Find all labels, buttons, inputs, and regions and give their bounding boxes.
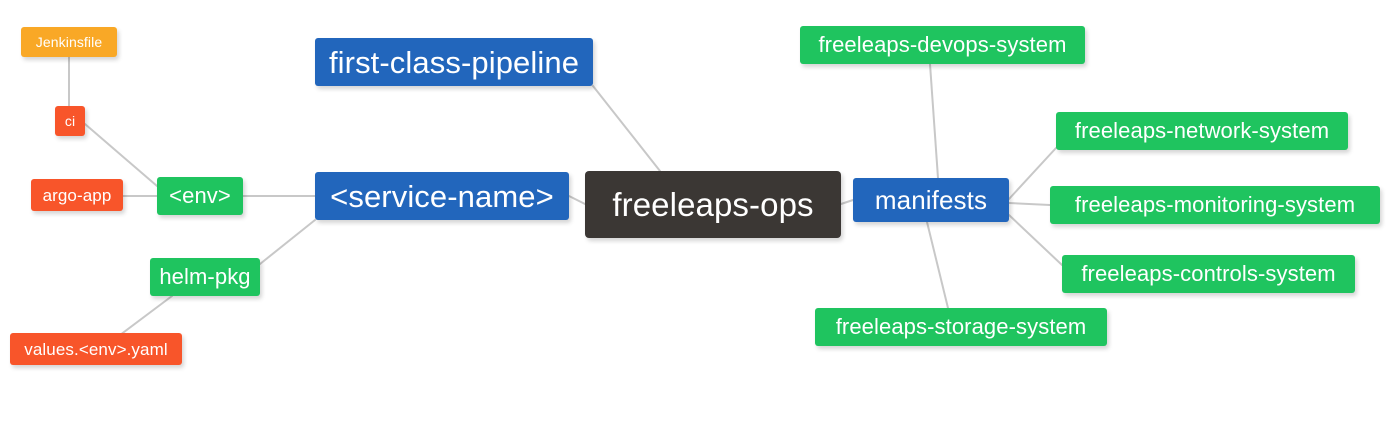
node-label: freeleaps-network-system <box>1074 118 1330 143</box>
node-freeleaps-storage-system[interactable]: freeleaps-storage-system <box>815 308 1107 346</box>
node-argo-app[interactable]: argo-app <box>31 179 123 211</box>
node-label: freeleaps-devops-system <box>818 32 1067 57</box>
node-freeleaps-controls-system[interactable]: freeleaps-controls-system <box>1062 255 1355 293</box>
edge-service-name-to-helm-pkg <box>259 219 316 265</box>
edge-env-to-ci <box>84 123 158 187</box>
node-label: freeleaps-controls-system <box>1081 261 1336 286</box>
node-label: Jenkinsfile <box>35 34 103 50</box>
node-helm-pkg[interactable]: helm-pkg <box>150 258 260 296</box>
node-freeleaps-network-system[interactable]: freeleaps-network-system <box>1056 112 1348 150</box>
node-label: values.<env>.yaml <box>24 339 168 359</box>
node-freeleaps-monitoring-system[interactable]: freeleaps-monitoring-system <box>1050 186 1380 224</box>
node-ci[interactable]: ci <box>55 106 85 136</box>
node-freeleaps-devops-system[interactable]: freeleaps-devops-system <box>800 26 1085 64</box>
edge-manifests-to-freeleaps-devops-system <box>929 63 939 179</box>
edge-manifests-to-freeleaps-monitoring-system <box>1008 202 1051 206</box>
node-label: argo-app <box>42 185 112 205</box>
edge-helm-pkg-to-values-env-yaml <box>119 295 173 336</box>
node-env[interactable]: <env> <box>157 177 243 215</box>
node-label: freeleaps-ops <box>612 186 814 223</box>
node-label: manifests <box>874 185 988 215</box>
node-first-class-pipeline[interactable]: first-class-pipeline <box>315 38 593 86</box>
node-values-env-yaml[interactable]: values.<env>.yaml <box>10 333 182 365</box>
node-label: freeleaps-monitoring-system <box>1074 192 1356 217</box>
edge-manifests-to-freeleaps-storage-system <box>926 221 949 309</box>
node-label: <service-name> <box>330 178 554 214</box>
node-label: first-class-pipeline <box>328 44 580 80</box>
edge-root-to-manifests <box>840 199 854 205</box>
node-label: helm-pkg <box>159 264 251 289</box>
node-jenkinsfile[interactable]: Jenkinsfile <box>21 27 117 57</box>
edge-root-to-service-name <box>568 195 586 205</box>
edge-manifests-to-freeleaps-network-system <box>1008 147 1057 200</box>
node-label: ci <box>64 113 76 129</box>
edge-root-to-first-class-pipeline <box>592 85 661 172</box>
node-service-name[interactable]: <service-name> <box>315 172 569 220</box>
node-manifests[interactable]: manifests <box>853 178 1009 222</box>
node-label: <env> <box>169 183 231 208</box>
node-label: freeleaps-storage-system <box>835 314 1087 339</box>
node-root[interactable]: freeleaps-ops <box>585 171 841 238</box>
edge-manifests-to-freeleaps-controls-system <box>1008 214 1063 266</box>
